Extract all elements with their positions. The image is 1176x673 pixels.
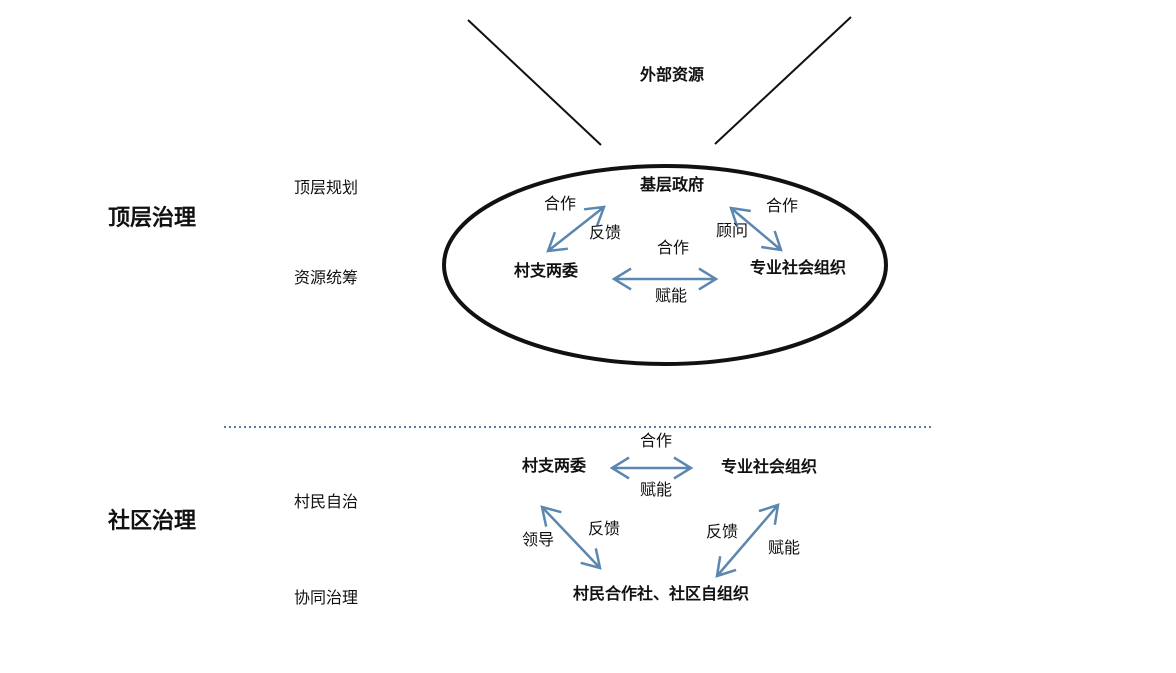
bottom-side-label-self: 村民自治 <box>293 492 359 511</box>
bottom-mid-double-arrow <box>609 456 694 480</box>
top-governance-ellipse <box>442 164 888 366</box>
cooperative-node: 村民合作社、社区自组织 <box>572 584 750 603</box>
top-left-double-arrow <box>546 205 606 253</box>
bottom-side-label-collab: 协同治理 <box>293 588 359 607</box>
social-org-node: 专业社会组织 <box>720 457 818 476</box>
top-mid-double-arrow <box>611 267 719 291</box>
arrow-label: 顾问 <box>715 221 749 240</box>
arrow-label: 合作 <box>639 431 673 450</box>
top-right-double-arrow <box>729 206 783 252</box>
arrow-label: 反馈 <box>705 522 739 541</box>
external-funnel-left-line <box>467 19 602 146</box>
bottom-section-title: 社区治理 <box>107 509 197 534</box>
arrow-label: 赋能 <box>639 480 673 499</box>
village-committee-node: 村支两委 <box>521 456 587 475</box>
external-funnel-right-line <box>714 16 852 145</box>
external-resources-label: 外部资源 <box>639 65 705 84</box>
social-org-node: 专业社会组织 <box>749 258 847 277</box>
arrow-label: 赋能 <box>767 538 801 557</box>
bottom-right-double-arrow <box>715 503 780 578</box>
top-side-label-planning: 顶层规划 <box>293 178 359 197</box>
arrow-label: 反馈 <box>587 519 621 538</box>
arrow-label: 反馈 <box>588 223 622 242</box>
arrow-label: 赋能 <box>654 286 688 305</box>
arrow-label: 合作 <box>543 194 577 213</box>
arrow-label: 合作 <box>765 196 799 215</box>
village-committee-node: 村支两委 <box>513 261 579 280</box>
arrow-label: 领导 <box>521 530 555 549</box>
bottom-left-double-arrow <box>540 505 602 570</box>
arrow-label: 合作 <box>656 238 690 257</box>
top-side-label-resources: 资源统筹 <box>293 268 359 287</box>
top-section-title: 顶层治理 <box>107 206 197 231</box>
gov-node: 基层政府 <box>639 175 705 194</box>
